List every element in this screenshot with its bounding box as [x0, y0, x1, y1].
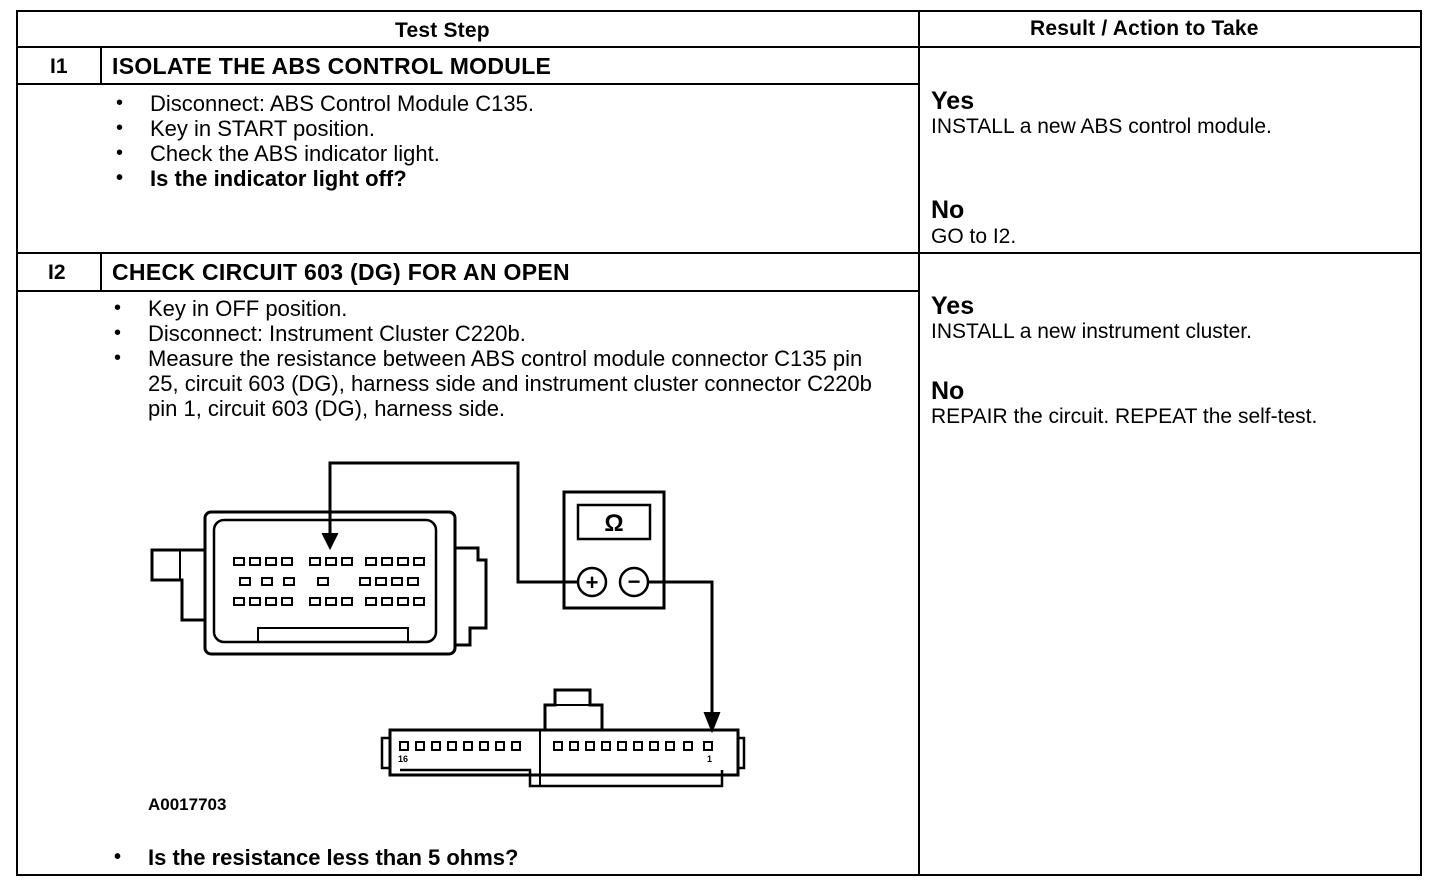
step-i1-id-divider — [100, 46, 102, 84]
step-i1-title: ISOLATE THE ABS CONTROL MODULE — [112, 53, 552, 79]
step-i1-bullet: Check the ABS indicator light. — [116, 141, 896, 166]
diagnostic-table — [16, 10, 1422, 876]
figure-id: A0017703 — [148, 795, 227, 814]
header-test-step: Test Step — [395, 19, 490, 42]
step-i2-title: CHECK CIRCUIT 603 (DG) FOR AN OPEN — [112, 259, 570, 285]
step-i2-id-divider — [100, 252, 102, 291]
step-i2-question-list: Is the resistance less than 5 ohms? — [114, 845, 884, 870]
step-i1-id: I1 — [50, 55, 68, 78]
step-i2-title-divider — [16, 290, 920, 292]
step-i2-no-action: REPAIR the circuit. REPEAT the self-test… — [931, 405, 1318, 428]
step-i2-yes-action: INSTALL a new instrument cluster. — [931, 320, 1252, 343]
step-i1-bullet: Key in START position. — [116, 116, 896, 141]
step-i2-bullet: Measure the resistance between ABS contr… — [114, 346, 884, 421]
step-i1-bullet: Disconnect: ABS Control Module C135. — [116, 91, 896, 116]
header-divider — [16, 46, 1422, 48]
step-i1-question: Is the indicator light off? — [116, 166, 896, 191]
step-divider — [16, 252, 1422, 254]
column-divider — [918, 10, 920, 876]
step-i2-no-label: No — [931, 377, 965, 405]
step-i1-yes-action: INSTALL a new ABS control module. — [931, 115, 1272, 138]
step-i1-yes-label: Yes — [931, 87, 975, 115]
step-i2-bullet: Key in OFF position. — [114, 296, 884, 321]
step-i2-question: Is the resistance less than 5 ohms? — [114, 845, 884, 870]
step-i1-title-divider — [16, 83, 920, 85]
step-i2-bullet: Disconnect: Instrument Cluster C220b. — [114, 321, 884, 346]
step-i2-id: I2 — [48, 261, 66, 284]
step-i1-bullets: Disconnect: ABS Control Module C135. Key… — [116, 91, 896, 191]
step-i1-no-action: GO to I2. — [931, 225, 1017, 248]
header-result-action: Result / Action to Take — [1030, 17, 1259, 40]
step-i1-no-label: No — [931, 196, 965, 224]
step-i2-bullets: Key in OFF position. Disconnect: Instrum… — [114, 296, 884, 421]
step-i2-yes-label: Yes — [931, 292, 975, 320]
